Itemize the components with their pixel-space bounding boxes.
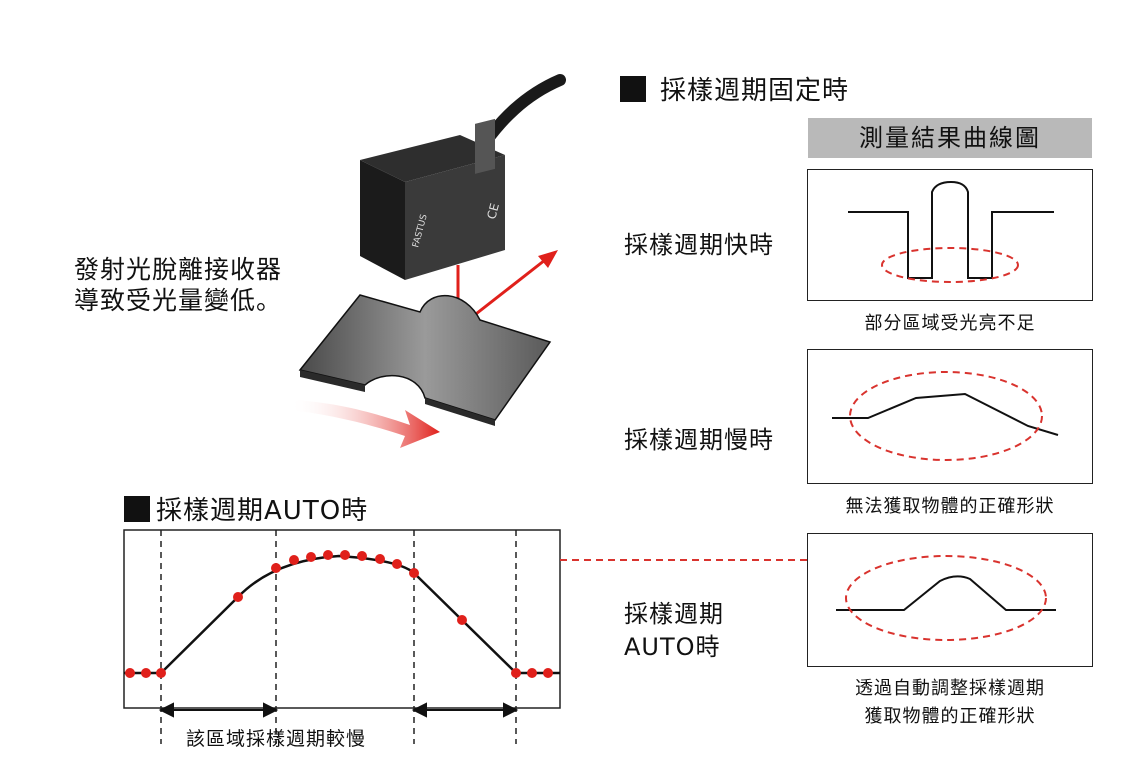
chart-frame: [123, 529, 561, 709]
sample-point: [323, 550, 333, 560]
fast-label: 採樣週期快時: [624, 231, 774, 259]
auto-profile-curve: [124, 554, 560, 675]
title-square-icon: [124, 495, 150, 522]
auto-result-panel: [807, 533, 1093, 667]
auto-label-line-2: AUTO時: [624, 633, 721, 661]
slow-profile-curve: [832, 392, 1059, 436]
auto-highlight-ellipse: [845, 555, 1047, 641]
reflected-beam-arrowhead: [538, 250, 558, 268]
description-line-2: 導致受光量變低。: [74, 286, 283, 316]
motion-arrow: [290, 400, 440, 448]
sample-point: [233, 592, 243, 602]
sensor-top: [360, 135, 505, 182]
sample-point: [543, 668, 553, 678]
slow-label: 採樣週期慢時: [624, 426, 774, 454]
fixed-section-title: 採樣週期固定時: [620, 70, 849, 107]
auto-caption-line-2: 獲取物體的正確形狀: [864, 706, 1036, 727]
sensor-side: [405, 155, 505, 280]
auto-label-line-1: 採樣週期: [624, 600, 724, 628]
workpiece-plate: [298, 294, 552, 421]
auto-caption-line-1: 透過自動調整採樣週期: [855, 678, 1045, 699]
auto-result-curve: [836, 575, 1056, 611]
slow-highlight-ellipse: [849, 371, 1043, 461]
sample-point: [156, 668, 166, 678]
slow-region-label: 該區域採樣週期較慢: [186, 728, 367, 750]
result-header: 測量結果曲線圖: [808, 118, 1092, 158]
sample-point: [511, 668, 521, 678]
slow-region-arrow-left: [158, 702, 279, 718]
fast-highlight-ellipse: [881, 247, 1019, 283]
sensor-illustration: FASTUS CE: [290, 74, 566, 448]
sample-point: [375, 554, 385, 564]
auto-sampling-chart: [123, 529, 561, 744]
sample-point: [340, 550, 350, 560]
sample-point: [125, 668, 135, 678]
sample-point: [357, 551, 367, 561]
sample-point: [289, 555, 299, 565]
sample-point: [271, 563, 281, 573]
auto-section-title: 採樣週期AUTO時: [124, 490, 368, 527]
fixed-title-text: 採樣週期固定時: [660, 76, 850, 106]
sample-point: [141, 668, 151, 678]
slow-caption: 無法獲取物體的正確形狀: [845, 496, 1055, 517]
sensor-front: [360, 160, 405, 280]
sample-point: [409, 568, 419, 578]
sample-point: [306, 552, 316, 562]
sample-point: [392, 559, 402, 569]
description-text: 發射光脫離接收器 導致受光量變低。: [74, 254, 282, 317]
slow-result-panel: [807, 349, 1093, 484]
slow-region-arrow-right: [411, 702, 519, 718]
auto-caption: 透過自動調整採樣週期 獲取物體的正確形狀: [807, 675, 1093, 731]
auto-title-text: 採樣週期AUTO時: [156, 496, 369, 526]
auto-label: 採樣週期 AUTO時: [624, 598, 724, 664]
fast-result-panel: [807, 169, 1093, 301]
description-line-1: 發射光脫離接收器: [74, 255, 283, 284]
fast-profile-curve: [848, 180, 1054, 279]
sample-point: [457, 615, 467, 625]
fast-caption: 部分區域受光亮不足: [864, 313, 1036, 334]
sensor-ce-mark: CE: [484, 202, 502, 221]
sample-point: [527, 668, 537, 678]
title-square-icon: [620, 75, 646, 102]
sample-points: [125, 550, 553, 678]
